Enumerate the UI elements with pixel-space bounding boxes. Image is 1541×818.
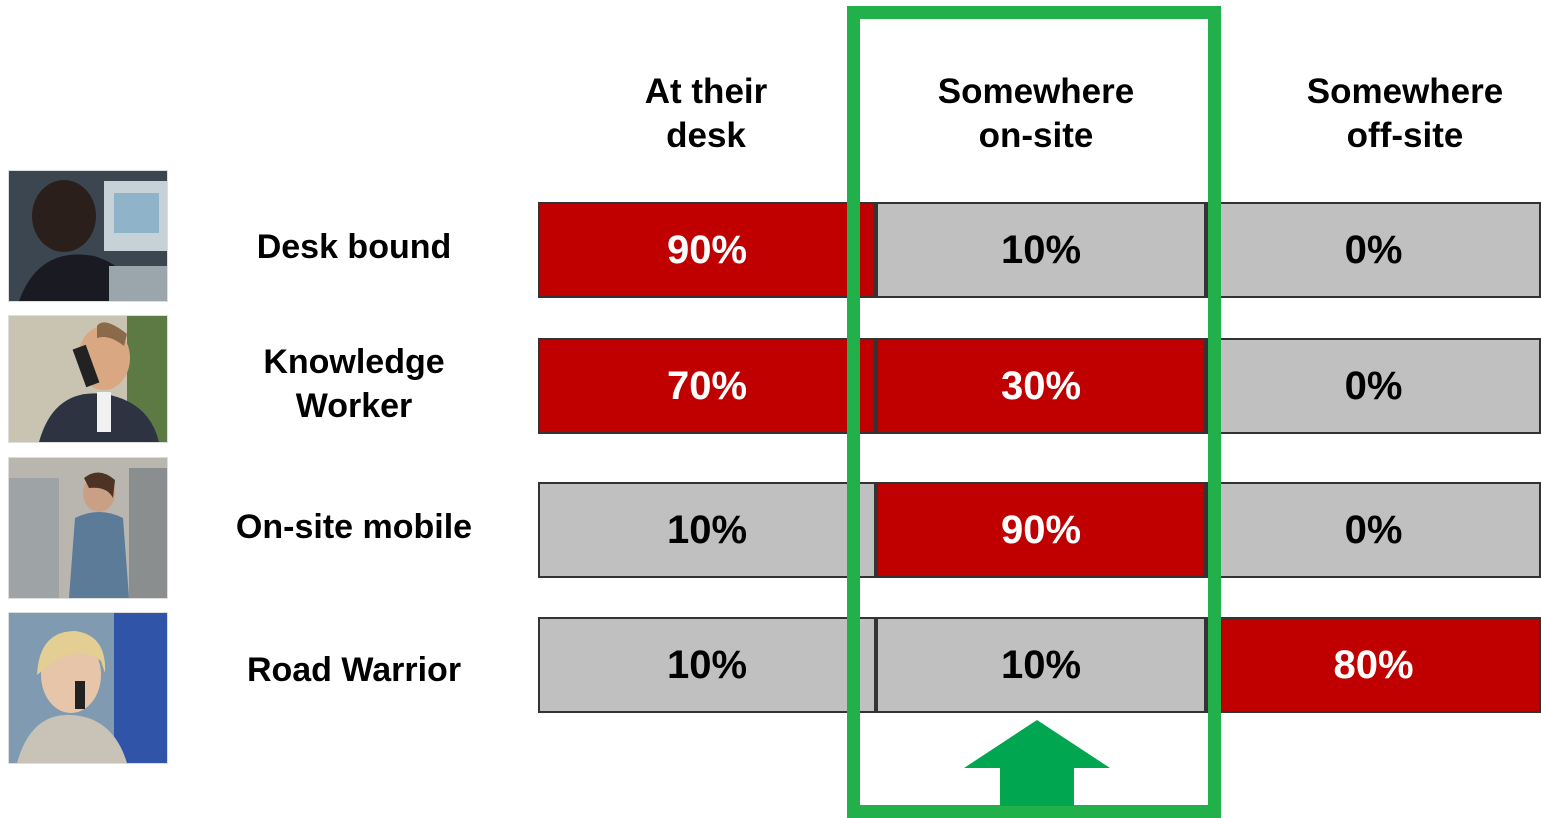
bar-segment: 30%	[876, 338, 1206, 434]
column-header-line: Somewhere	[937, 72, 1135, 111]
value-label: 0%	[1344, 507, 1403, 552]
bar-row-desk-bound: 90% 10% 0%	[538, 202, 1541, 298]
column-header-at-desk: At their desk	[586, 70, 826, 158]
value-label: 10%	[1000, 227, 1082, 272]
bar-row-onsite-mobile: 10% 90% 0%	[538, 482, 1541, 578]
value-label: 80%	[1333, 642, 1414, 687]
value-label: 10%	[1000, 642, 1082, 687]
up-arrow-icon	[964, 720, 1110, 806]
value-label: 30%	[1000, 363, 1082, 408]
row-label-line: Desk bound	[256, 228, 452, 266]
column-header-line: on-site	[978, 116, 1094, 155]
column-header-line: At their	[644, 72, 768, 111]
value-label: 0%	[1344, 363, 1403, 408]
row-label-desk-bound: Desk bound	[214, 225, 494, 269]
onsite-mobile-photo	[8, 457, 168, 599]
bar-segment: 90%	[538, 202, 876, 298]
highlight-frame	[847, 6, 1221, 818]
column-header-off-site: Somewhere off-site	[1285, 70, 1525, 158]
bar-segment: 10%	[876, 617, 1206, 713]
bar-row-knowledge-worker: 70% 30% 0%	[538, 338, 1541, 434]
row-label-line: Road Warrior	[246, 651, 462, 689]
bar-segment: 0%	[1206, 338, 1541, 434]
row-label-line: Worker	[295, 387, 413, 425]
row-label-line: On-site mobile	[235, 508, 473, 546]
bar-segment: 0%	[1206, 482, 1541, 578]
row-label-knowledge-worker: Knowledge Worker	[214, 340, 494, 428]
value-label: 90%	[1000, 507, 1082, 552]
value-label: 10%	[666, 507, 748, 552]
bar-segment: 90%	[876, 482, 1206, 578]
row-label-road-warrior: Road Warrior	[214, 648, 494, 692]
row-label-line: Knowledge	[263, 343, 445, 381]
value-label: 0%	[1344, 227, 1403, 272]
bar-row-road-warrior: 10% 10% 80%	[538, 617, 1541, 713]
bar-segment: 10%	[876, 202, 1206, 298]
bar-segment: 0%	[1206, 202, 1541, 298]
desk-worker-photo	[8, 170, 168, 302]
value-label: 70%	[666, 363, 748, 408]
column-header-on-site: Somewhere on-site	[916, 70, 1156, 158]
column-header-line: Somewhere	[1306, 72, 1504, 111]
row-label-onsite-mobile: On-site mobile	[214, 505, 494, 549]
bar-segment: 80%	[1206, 617, 1541, 713]
knowledge-worker-photo	[8, 315, 168, 443]
road-warrior-photo	[8, 612, 168, 764]
column-header-line: desk	[666, 116, 746, 155]
column-header-line: off-site	[1346, 116, 1464, 155]
bar-segment: 10%	[538, 617, 876, 713]
value-label: 90%	[666, 227, 748, 272]
value-label: 10%	[666, 642, 748, 687]
bar-segment: 70%	[538, 338, 876, 434]
bar-segment: 10%	[538, 482, 876, 578]
